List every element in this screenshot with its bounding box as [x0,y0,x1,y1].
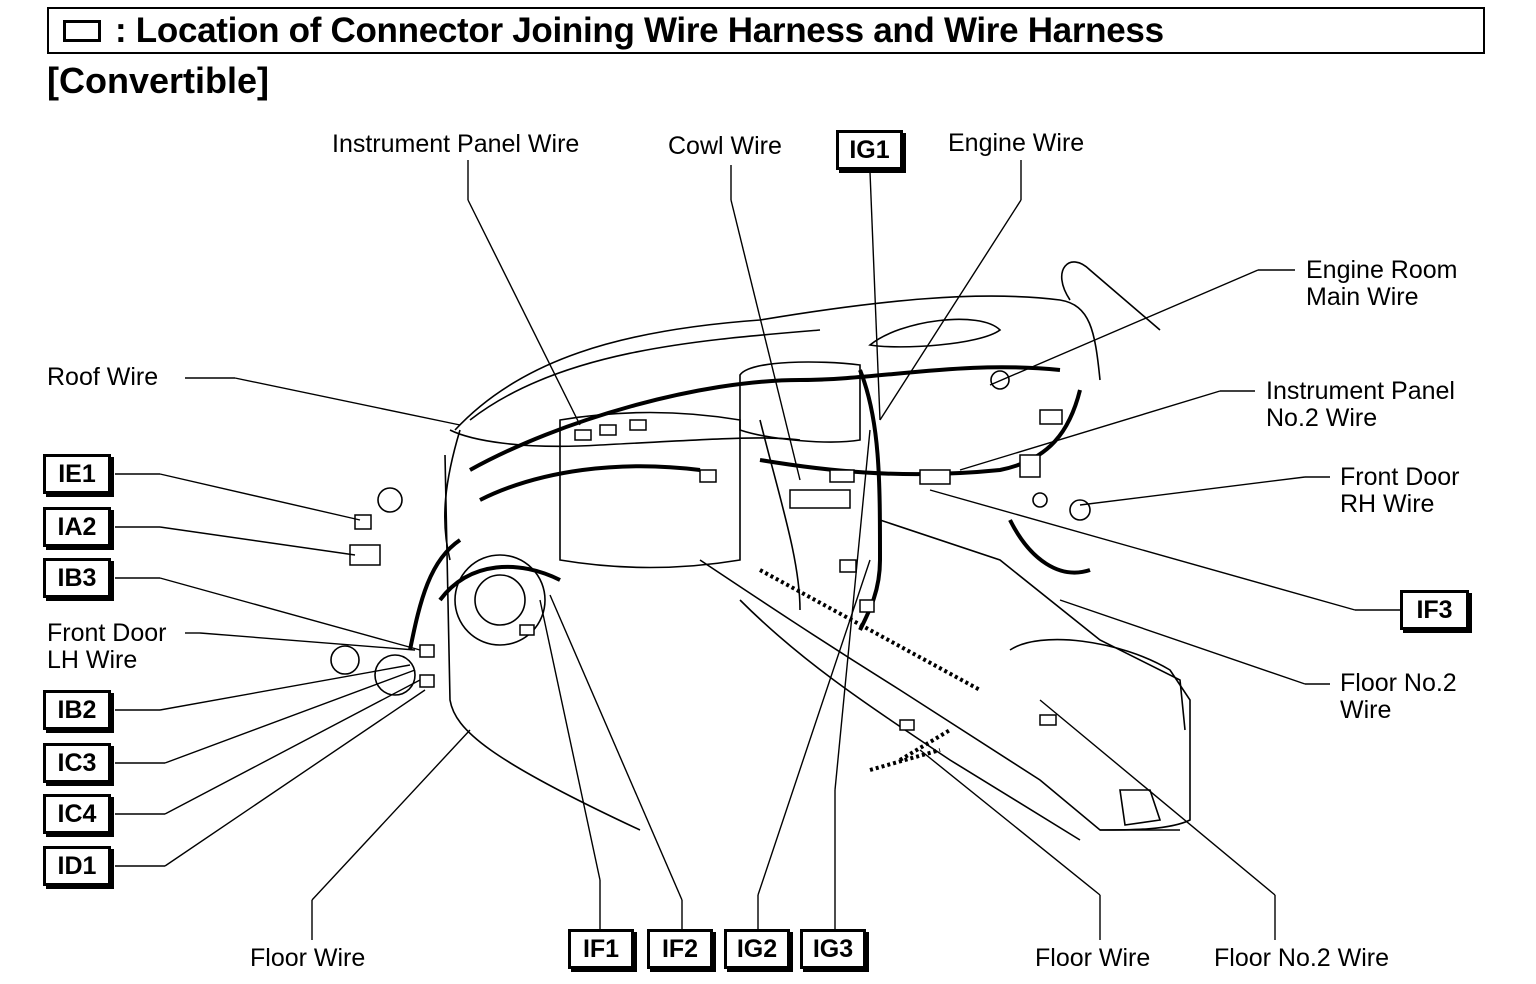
connector-ia2: IA2 [43,507,111,547]
label-engine-room-main-wire-line2: Main Wire [1306,283,1419,311]
title-bar: : Location of Connector Joining Wire Har… [47,7,1485,54]
label-front-door-lh-wire-line1: Front Door [47,619,167,647]
page-title: : Location of Connector Joining Wire Har… [115,10,1164,50]
label-floor-wire-right: Floor Wire [1035,944,1151,972]
connector-ig3: IG3 [800,929,866,969]
connector-box-icon [63,19,101,42]
connector-if2: IF2 [647,929,713,969]
label-front-door-rh-wire-line1: Front Door [1340,463,1460,491]
page-subtitle: [Convertible] [47,60,270,101]
connector-ig1: IG1 [836,130,903,170]
connector-ie1: IE1 [43,454,111,494]
label-instrument-panel-no2-wire-line1: Instrument Panel [1266,377,1455,405]
connector-if1: IF1 [568,929,634,969]
connector-ic4: IC4 [43,794,111,834]
label-front-door-rh-wire-line2: RH Wire [1340,490,1435,518]
wire-harness-paths [408,365,1091,772]
label-roof-wire: Roof Wire [47,363,159,391]
connector-blocks [349,409,1063,731]
label-instrument-panel-no2-wire-line2: No.2 Wire [1266,404,1378,432]
connector-id1: ID1 [43,846,111,886]
label-engine-wire: Engine Wire [948,129,1085,157]
connector-ib3: IB3 [43,558,111,598]
connector-ig2: IG2 [724,929,790,969]
connector-ic3: IC3 [43,743,111,783]
leader-lines [115,160,1400,940]
label-engine-room-main-wire-line1: Engine Room [1306,256,1458,284]
connector-ib2: IB2 [43,690,111,730]
dashboard-outline [330,261,1191,841]
label-floor-no2-wire-right-line2: Wire [1340,696,1392,724]
label-cowl-wire: Cowl Wire [668,132,782,160]
label-floor-no2-wire-right-line1: Floor No.2 [1340,669,1457,697]
connector-if3: IF3 [1400,590,1469,630]
label-front-door-lh-wire-line2: LH Wire [47,646,138,674]
label-floor-wire-left: Floor Wire [250,944,366,972]
label-instrument-panel-wire: Instrument Panel Wire [332,130,580,158]
label-floor-no2-wire-bottom: Floor No.2 Wire [1214,944,1390,972]
